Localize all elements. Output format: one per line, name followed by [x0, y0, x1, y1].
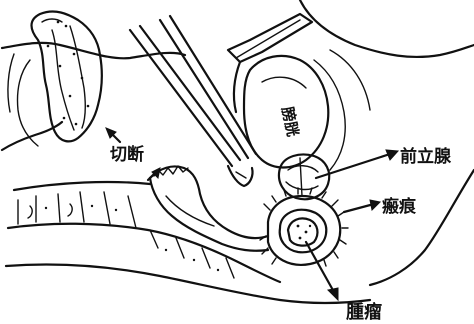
forceps-instrument [130, 16, 256, 186]
tumor [288, 218, 317, 245]
cut-label: 切断 [110, 144, 144, 165]
sacrum-vertebrae [6, 182, 370, 303]
label-tumor-group: 腫瘤 [306, 242, 382, 323]
bladder-label: 膀胱 [278, 105, 302, 138]
label-scar-group: 瘢痕 [344, 196, 417, 217]
scar-label: 瘢痕 [382, 196, 417, 217]
retractor [228, 14, 312, 112]
prostate-label: 前立腺 [400, 146, 452, 167]
bladder: 膀胱 [244, 50, 370, 170]
tumor-label: 腫瘤 [346, 301, 382, 323]
label-cut-group: 切断 [106, 128, 160, 180]
